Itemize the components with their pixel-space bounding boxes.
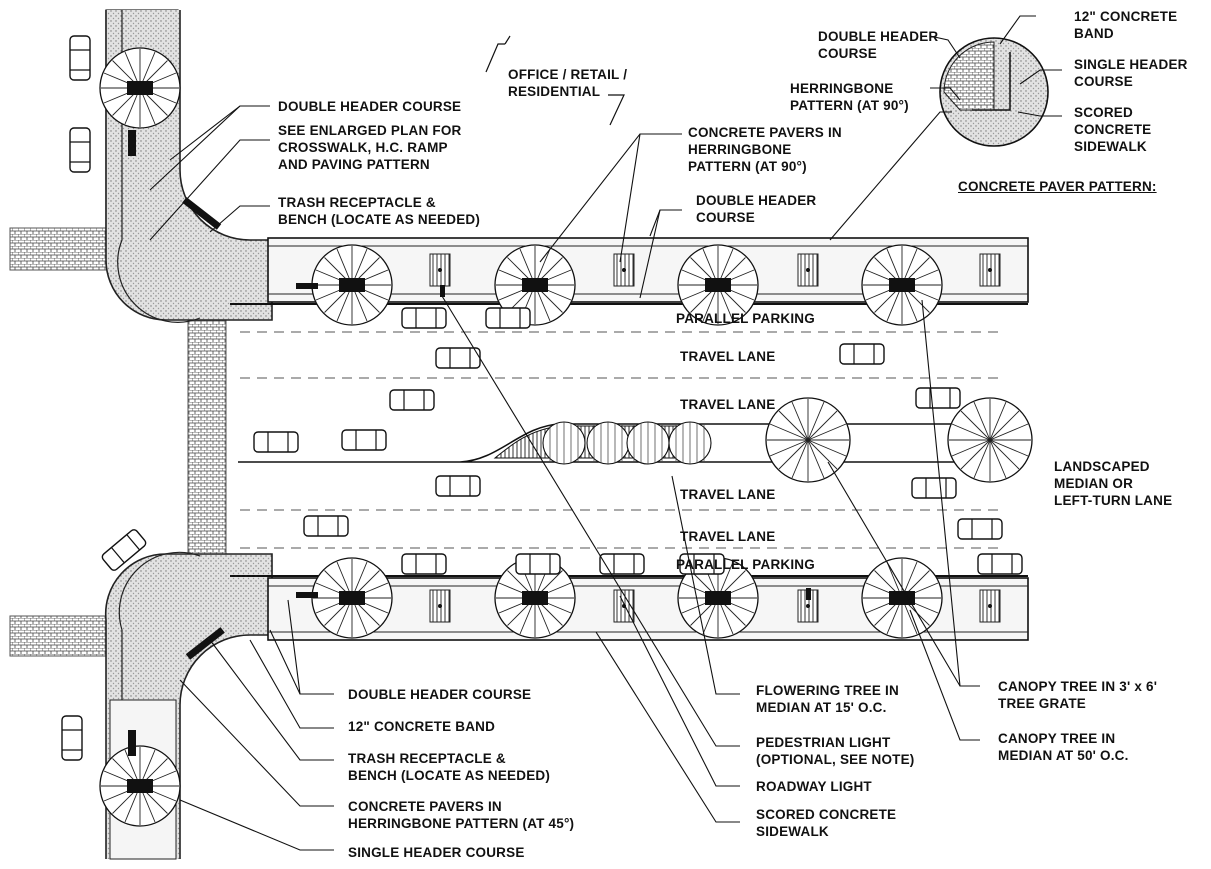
enlarged-plan-line-2: CROSSWALK, H.C. RAMP [278, 140, 448, 155]
paver-concrete-band-line-2: BAND [1074, 26, 1114, 41]
paver-scored-line-1: SCORED [1074, 105, 1133, 120]
paver-double-header-label: DOUBLE HEADER COURSE [818, 28, 938, 62]
enlarged-plan-line-3: AND PAVING PATTERN [278, 157, 430, 172]
parking-bottom-label: PARALLEL PARKING [676, 557, 815, 572]
canopy-grate-line-1: CANOPY TREE IN 3' x 6' [998, 679, 1158, 694]
top-pavers-label: CONCRETE PAVERS IN HERRINGBONE PATTERN (… [688, 124, 842, 175]
bottom-trash-bench-line-2: BENCH (LOCATE AS NEEDED) [348, 768, 551, 783]
top-mid-double-header-label: DOUBLE HEADER COURSE [696, 192, 816, 226]
travel-lane-1-label: TRAVEL LANE [680, 349, 776, 364]
flowering-tree-line-2: MEDIAN AT 15' O.C. [756, 700, 887, 715]
paver-single-header-line-1: SINGLE HEADER [1074, 57, 1188, 72]
paver-scored-label: SCORED CONCRETE SIDEWALK [1074, 104, 1151, 155]
enlarged-plan-line-1: SEE ENLARGED PLAN FOR [278, 123, 462, 138]
paver-single-header-label: SINGLE HEADER COURSE [1074, 56, 1188, 90]
canopy-grate-line-2: TREE GRATE [998, 696, 1087, 711]
bottom-concrete-band-label: 12" CONCRETE BAND [348, 719, 496, 734]
travel-lane-2-label: TRAVEL LANE [680, 397, 776, 412]
top-trash-bench-line-2: BENCH (LOCATE AS NEEDED) [278, 212, 481, 227]
travel-lane-3-label: TRAVEL LANE [680, 487, 776, 502]
flowering-tree-label: FLOWERING TREE IN MEDIAN AT 15' O.C. [756, 682, 899, 716]
bottom-trash-bench-line-1: TRASH RECEPTACLE & [348, 751, 506, 766]
paver-pattern-title: CONCRETE PAVER PATTERN: [958, 179, 1157, 194]
top-mid-double-header-line-2: COURSE [696, 210, 755, 225]
median-line-2: MEDIAN OR [1054, 476, 1134, 491]
paver-scored-line-2: CONCRETE [1074, 122, 1152, 137]
canopy-grate-label: CANOPY TREE IN 3' x 6' TREE GRATE [998, 678, 1157, 712]
land-use-label: OFFICE / RETAIL / RESIDENTIAL [508, 66, 627, 100]
land-use-line-2: RESIDENTIAL [508, 84, 601, 99]
scored-sidewalk-line-1: SCORED CONCRETE [756, 807, 897, 822]
top-double-header-label: DOUBLE HEADER COURSE [278, 99, 462, 114]
paver-scored-line-3: SIDEWALK [1074, 139, 1147, 154]
top-pavers-line-2: HERRINGBONE [688, 142, 792, 157]
pedestrian-light-label: PEDESTRIAN LIGHT (OPTIONAL, SEE NOTE) [756, 734, 915, 768]
median-line-3: LEFT-TURN LANE [1054, 493, 1173, 508]
canopy-median-label: CANOPY TREE IN MEDIAN AT 50' O.C. [998, 730, 1129, 764]
travel-lane-4-label: TRAVEL LANE [680, 529, 776, 544]
pedestrian-light-line-2: (OPTIONAL, SEE NOTE) [756, 752, 915, 767]
bottom-trash-bench-label: TRASH RECEPTACLE & BENCH (LOCATE AS NEED… [348, 750, 550, 784]
parking-top-label: PARALLEL PARKING [676, 311, 815, 326]
top-trash-bench-label: TRASH RECEPTACLE & BENCH (LOCATE AS NEED… [278, 194, 480, 228]
paver-herringbone-line-2: PATTERN (AT 90°) [790, 98, 909, 113]
roadway-light-label: ROADWAY LIGHT [756, 779, 872, 794]
median-label: LANDSCAPED MEDIAN OR LEFT-TURN LANE [1054, 458, 1172, 509]
median-line-1: LANDSCAPED [1054, 459, 1150, 474]
land-use-line-1: OFFICE / RETAIL / [508, 67, 628, 82]
bottom-pavers-label: CONCRETE PAVERS IN HERRINGBONE PATTERN (… [348, 798, 574, 832]
scored-sidewalk-label: SCORED CONCRETE SIDEWALK [756, 806, 896, 840]
paver-concrete-band-line-1: 12" CONCRETE [1074, 9, 1178, 24]
bottom-pavers-line-1: CONCRETE PAVERS IN [348, 799, 502, 814]
canopy-median-line-1: CANOPY TREE IN [998, 731, 1116, 746]
top-pavers-line-3: PATTERN (AT 90°) [688, 159, 807, 174]
enlarged-plan-label: SEE ENLARGED PLAN FOR CROSSWALK, H.C. RA… [278, 122, 461, 173]
paver-concrete-band-label: 12" CONCRETE BAND [1074, 8, 1177, 42]
canopy-median-line-2: MEDIAN AT 50' O.C. [998, 748, 1129, 763]
paver-double-header-line-1: DOUBLE HEADER [818, 29, 939, 44]
scored-sidewalk-line-2: SIDEWALK [756, 824, 829, 839]
paver-herringbone-label: HERRINGBONE PATTERN (AT 90°) [790, 80, 909, 114]
bottom-double-header-label: DOUBLE HEADER COURSE [348, 687, 532, 702]
paver-herringbone-line-1: HERRINGBONE [790, 81, 894, 96]
top-pavers-line-1: CONCRETE PAVERS IN [688, 125, 842, 140]
top-mid-double-header-line-1: DOUBLE HEADER [696, 193, 817, 208]
bottom-pavers-line-2: HERRINGBONE PATTERN (AT 45°) [348, 816, 575, 831]
flowering-tree-line-1: FLOWERING TREE IN [756, 683, 899, 698]
paver-double-header-line-2: COURSE [818, 46, 877, 61]
pedestrian-light-line-1: PEDESTRIAN LIGHT [756, 735, 891, 750]
top-trash-bench-line-1: TRASH RECEPTACLE & [278, 195, 436, 210]
paver-single-header-line-2: COURSE [1074, 74, 1133, 89]
bottom-single-header-label: SINGLE HEADER COURSE [348, 845, 525, 860]
